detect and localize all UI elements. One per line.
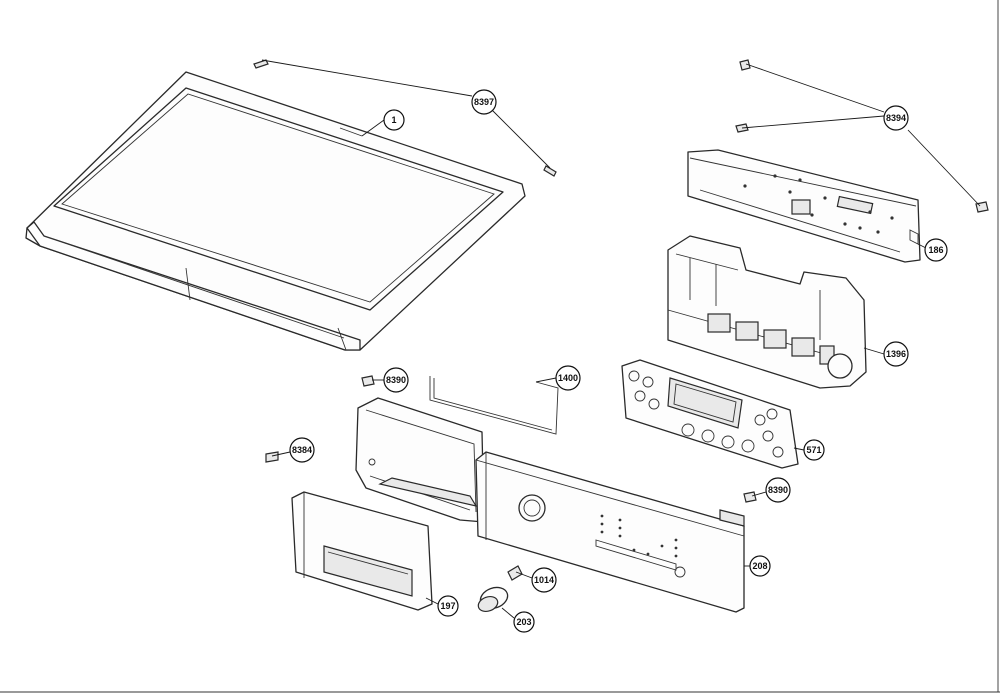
callout-1014: 1014 (531, 567, 557, 593)
control-panel (475, 451, 745, 613)
callout-8397: 8397 (471, 89, 497, 115)
callout-8394-label: 8394 (886, 113, 906, 123)
light-guide (429, 376, 559, 435)
screw-8397-right (543, 165, 557, 177)
callout-1014-label: 1014 (534, 575, 554, 585)
callout-186-label: 186 (928, 245, 943, 255)
callout-8390-top-label: 8390 (386, 375, 406, 385)
callout-208-label: 208 (752, 561, 767, 571)
screw-8384 (265, 451, 279, 463)
callout-8390-right: 8390 (765, 477, 791, 503)
callout-8384-label: 8384 (292, 445, 312, 455)
callout-571: 571 (803, 439, 825, 461)
callout-8394: 8394 (883, 105, 909, 131)
callout-208: 208 (749, 555, 771, 577)
button-housing (667, 235, 867, 389)
callout-197-label: 197 (440, 601, 455, 611)
callout-1: 1 (383, 109, 405, 131)
callout-203-label: 203 (516, 617, 531, 627)
callout-1-label: 1 (391, 115, 396, 125)
callout-186: 186 (924, 238, 948, 262)
dispenser-frame (355, 397, 485, 523)
key-pad (621, 359, 799, 469)
screw-8394-mid (735, 123, 749, 133)
top-cover (25, 71, 526, 351)
callout-1400-label: 1400 (558, 373, 578, 383)
drawer-handle (291, 491, 433, 611)
callout-571-label: 571 (806, 445, 821, 455)
callout-1396-label: 1396 (886, 349, 906, 359)
program-knob (477, 586, 509, 613)
screw-8390-left (361, 375, 375, 387)
callout-8397-label: 8397 (474, 97, 494, 107)
control-board (687, 149, 921, 263)
screw-8394-top (739, 59, 751, 71)
screw-8390-right (743, 491, 757, 503)
callout-203: 203 (513, 611, 535, 633)
screw-8397-left (253, 59, 269, 69)
callout-1400: 1400 (555, 365, 581, 391)
callout-8390-right-label: 8390 (768, 485, 788, 495)
callout-8390-top: 8390 (383, 367, 409, 393)
leader-lines (261, 59, 981, 619)
callout-8384: 8384 (289, 437, 315, 463)
callout-1396: 1396 (883, 341, 909, 367)
callout-197: 197 (437, 595, 459, 617)
